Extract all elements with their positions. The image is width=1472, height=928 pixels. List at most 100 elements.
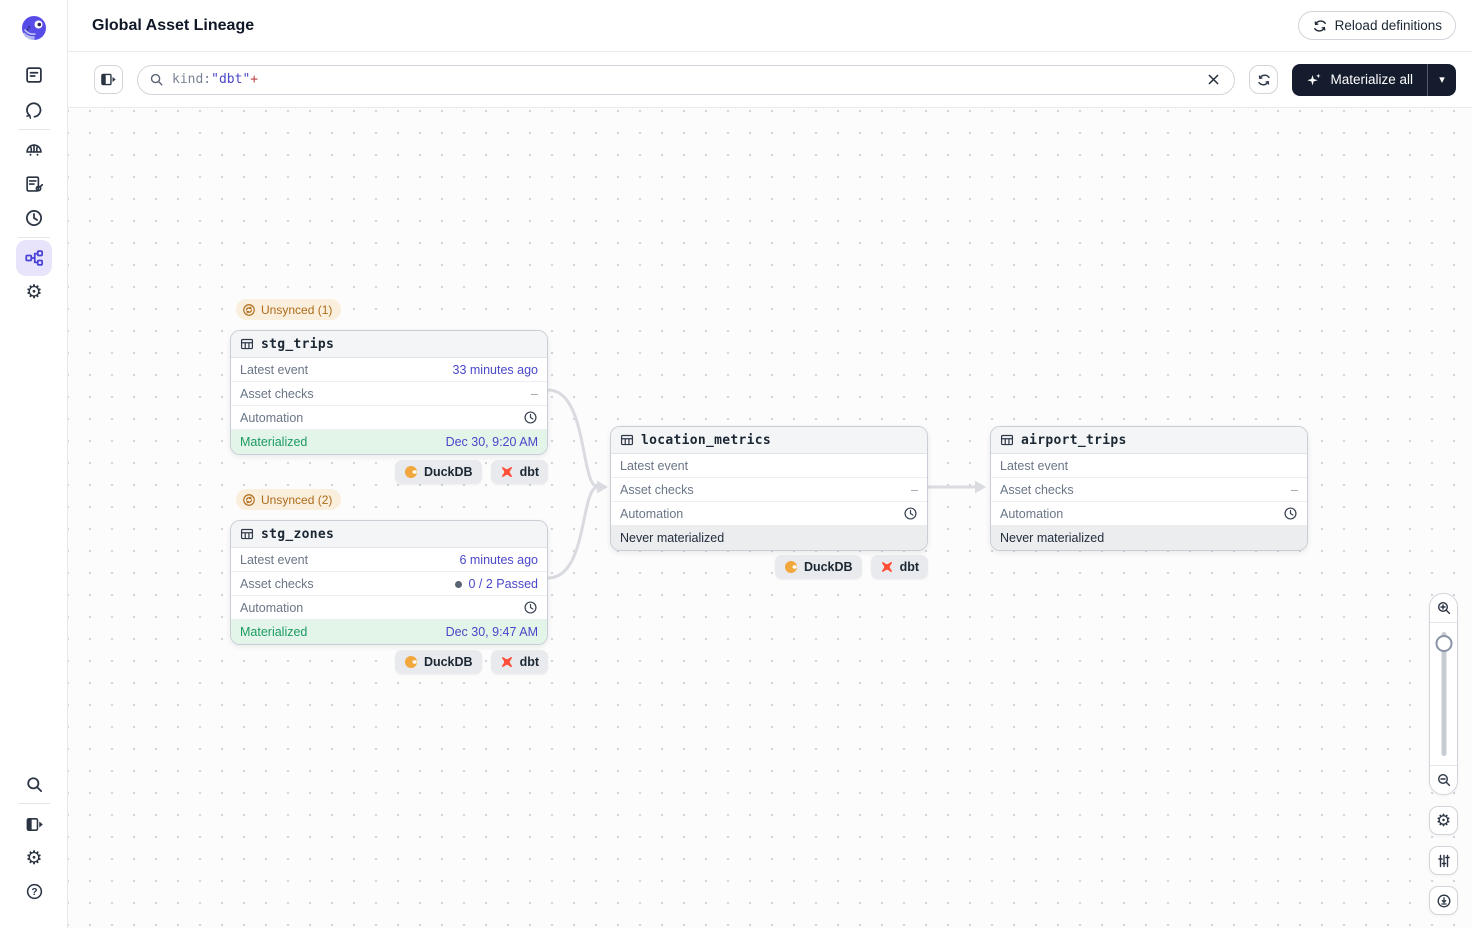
graph-filters-button[interactable]	[1429, 846, 1458, 875]
row-label: Asset checks	[240, 577, 314, 591]
table-icon	[620, 433, 634, 447]
clock-icon	[903, 506, 918, 521]
tag-label: DuckDB	[424, 465, 473, 479]
row-label: Latest event	[620, 459, 688, 473]
materialize-all-button[interactable]: Materialize all	[1292, 72, 1427, 88]
jobs-icon	[24, 174, 44, 194]
clock-icon	[523, 410, 538, 425]
asset-checks-value: –	[1291, 483, 1298, 497]
lineage-canvas[interactable]: Unsynced (1) stg_trips Latest event 33 m…	[68, 108, 1472, 928]
sidebar-item-runs[interactable]	[22, 98, 46, 122]
materialization-status-row: Never materialized	[611, 526, 927, 550]
asset-node-header: location_metrics	[611, 427, 927, 454]
edge-stg-zones-to-location-metrics	[548, 487, 598, 578]
kind-tag-duckdb[interactable]: DuckDB	[775, 555, 862, 579]
kind-tag-dbt[interactable]: dbt	[491, 460, 548, 484]
materialization-status-row: Materialized Dec 30, 9:47 AM	[231, 620, 547, 644]
unsynced-badge-stg-zones[interactable]: Unsynced (2)	[236, 489, 341, 510]
octopus-logo-icon	[19, 14, 49, 44]
materialize-options-caret[interactable]: ▾	[1428, 73, 1456, 86]
kind-tag-duckdb[interactable]: DuckDB	[395, 650, 482, 674]
materialization-status-row: Materialized Dec 30, 9:20 AM	[231, 430, 547, 454]
sidebar-item-jobs[interactable]	[22, 172, 46, 196]
table-icon	[1000, 433, 1014, 447]
latest-event-value[interactable]: 33 minutes ago	[453, 363, 538, 377]
latest-event-value[interactable]: 6 minutes ago	[459, 553, 538, 567]
sidebar-item-settings[interactable]: ⚙	[22, 280, 46, 304]
asset-checks-value[interactable]: 0 / 2 Passed	[455, 577, 539, 591]
graph-settings-button[interactable]: ⚙	[1429, 806, 1458, 835]
asset-node-header: stg_trips	[231, 331, 547, 358]
kind-tag-dbt[interactable]: dbt	[871, 555, 928, 579]
recenter-view-button[interactable]	[1429, 886, 1458, 915]
sidebar-item-lineage[interactable]	[22, 246, 46, 270]
unsynced-badge-stg-trips[interactable]: Unsynced (1)	[236, 299, 341, 320]
search-icon	[149, 72, 164, 87]
asset-node-stg-trips[interactable]: stg_trips Latest event 33 minutes ago As…	[230, 330, 548, 455]
asset-node-airport-trips[interactable]: airport_trips Latest event Asset checks …	[990, 426, 1308, 551]
status-label: Never materialized	[1000, 531, 1104, 545]
gear-icon: ⚙	[25, 849, 42, 868]
tag-label: DuckDB	[804, 560, 853, 574]
refresh-icon	[1256, 72, 1272, 88]
tag-label: dbt	[900, 560, 919, 574]
refresh-graph-button[interactable]	[1249, 65, 1278, 94]
sidebar-item-search[interactable]	[22, 772, 46, 796]
dbt-icon	[500, 465, 514, 479]
zoom-out-button[interactable]	[1430, 765, 1457, 794]
runs-icon	[24, 100, 44, 120]
sidebar-item-help[interactable]: ?	[22, 879, 46, 903]
edge-arrowhead	[597, 481, 608, 494]
zoom-control-panel	[1429, 593, 1458, 795]
automation-row: Automation	[231, 406, 547, 430]
row-label: Automation	[240, 601, 303, 615]
status-label: Never materialized	[620, 531, 724, 545]
sidebar-item-schedules[interactable]	[22, 206, 46, 230]
row-label: Latest event	[240, 553, 308, 567]
sidebar-item-user-settings[interactable]: ⚙	[22, 846, 46, 870]
unsynced-badge-label: Unsynced (2)	[261, 493, 332, 507]
asset-node-location-metrics[interactable]: location_metrics Latest event Asset chec…	[610, 426, 928, 551]
collapse-panel-button[interactable]	[94, 65, 123, 94]
duckdb-icon	[404, 465, 418, 479]
automation-row: Automation	[611, 502, 927, 526]
zoom-slider-thumb[interactable]	[1435, 635, 1452, 652]
table-icon	[240, 337, 254, 351]
zoom-in-button[interactable]	[1430, 594, 1457, 623]
zoom-slider[interactable]	[1430, 623, 1457, 765]
sidebar-divider	[18, 803, 50, 804]
zoom-out-icon	[1436, 772, 1452, 788]
latest-event-row: Latest event 6 minutes ago	[231, 548, 547, 572]
asset-search-input[interactable]: kind:"dbt"+	[137, 65, 1235, 95]
lineage-graph-icon	[24, 248, 44, 268]
edge-stg-trips-to-location-metrics	[548, 390, 598, 487]
sidebar-item-expand-panel[interactable]	[22, 812, 46, 836]
status-timestamp[interactable]: Dec 30, 9:20 AM	[446, 435, 538, 449]
help-icon: ?	[25, 882, 44, 901]
asset-node-stg-zones[interactable]: stg_zones Latest event 6 minutes ago Ass…	[230, 520, 548, 645]
dagster-logo[interactable]	[19, 14, 49, 44]
reload-definitions-button[interactable]: Reload definitions	[1298, 11, 1456, 40]
row-label: Asset checks	[1000, 483, 1074, 497]
sidebar-item-deployment[interactable]	[22, 138, 46, 162]
clear-search-button[interactable]	[1203, 70, 1223, 90]
page-header: Global Asset Lineage Reload definitions	[68, 0, 1472, 52]
asset-name: location_metrics	[641, 433, 771, 448]
kind-tag-duckdb[interactable]: DuckDB	[395, 460, 482, 484]
edge-arrowhead	[975, 481, 986, 494]
asset-name: stg_trips	[261, 337, 334, 352]
sidebar-item-asset-catalog[interactable]	[22, 63, 46, 87]
page-title: Global Asset Lineage	[92, 17, 254, 35]
sparkle-icon	[1306, 72, 1322, 88]
kind-tag-dbt[interactable]: dbt	[491, 650, 548, 674]
dbt-icon	[500, 655, 514, 669]
asset-checks-count: 0 / 2 Passed	[469, 577, 539, 591]
automation-value	[523, 410, 538, 425]
expand-panel-icon	[25, 815, 44, 834]
automation-row: Automation	[231, 596, 547, 620]
latest-event-row: Latest event	[611, 454, 927, 478]
tag-label: dbt	[520, 655, 539, 669]
automation-value	[523, 600, 538, 615]
status-label: Materialized	[240, 435, 307, 449]
status-timestamp[interactable]: Dec 30, 9:47 AM	[446, 625, 538, 639]
